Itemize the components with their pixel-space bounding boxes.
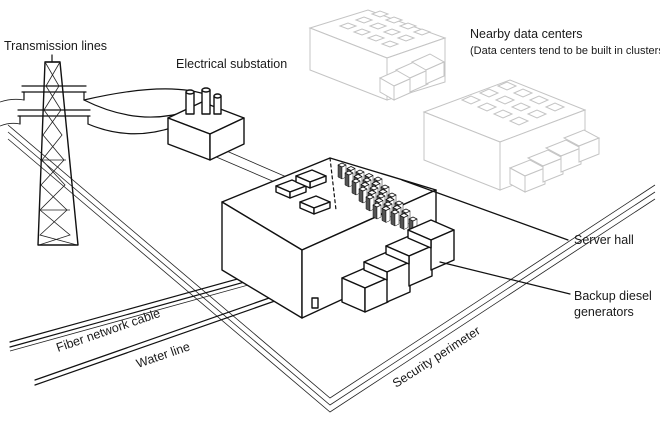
generator xyxy=(363,251,411,303)
generators-leader xyxy=(439,261,571,295)
server-rack xyxy=(381,206,391,223)
server-rack xyxy=(337,162,347,180)
transmission-tower xyxy=(17,54,91,246)
server-rack xyxy=(399,213,409,230)
label-backup-line1: Backup diesel xyxy=(574,289,652,303)
backup-diesel-generators xyxy=(341,219,455,313)
generator xyxy=(407,219,455,271)
label-nearby-note: (Data centers tend to be built in cluste… xyxy=(470,45,660,57)
server-hall-leader xyxy=(401,179,569,241)
nearby-data-center-middle xyxy=(422,79,601,193)
water-line xyxy=(34,282,313,386)
label-server-hall: Server hall xyxy=(574,233,634,247)
electrical-substation xyxy=(167,87,245,161)
server-rack xyxy=(390,209,400,227)
server-rack xyxy=(365,194,375,212)
server-rack xyxy=(358,186,368,204)
nearby-data-center-top xyxy=(308,9,447,101)
label-nearby-data-centers: Nearby data centers xyxy=(470,27,583,41)
label-water-line: Water line xyxy=(134,339,191,370)
label-electrical-substation: Electrical substation xyxy=(176,57,287,71)
server-rack xyxy=(372,202,382,220)
label-backup-line2: generators xyxy=(574,305,634,319)
label-transmission-lines: Transmission lines xyxy=(4,39,107,53)
leader-lines xyxy=(401,179,571,295)
security-perimeter xyxy=(7,124,656,413)
